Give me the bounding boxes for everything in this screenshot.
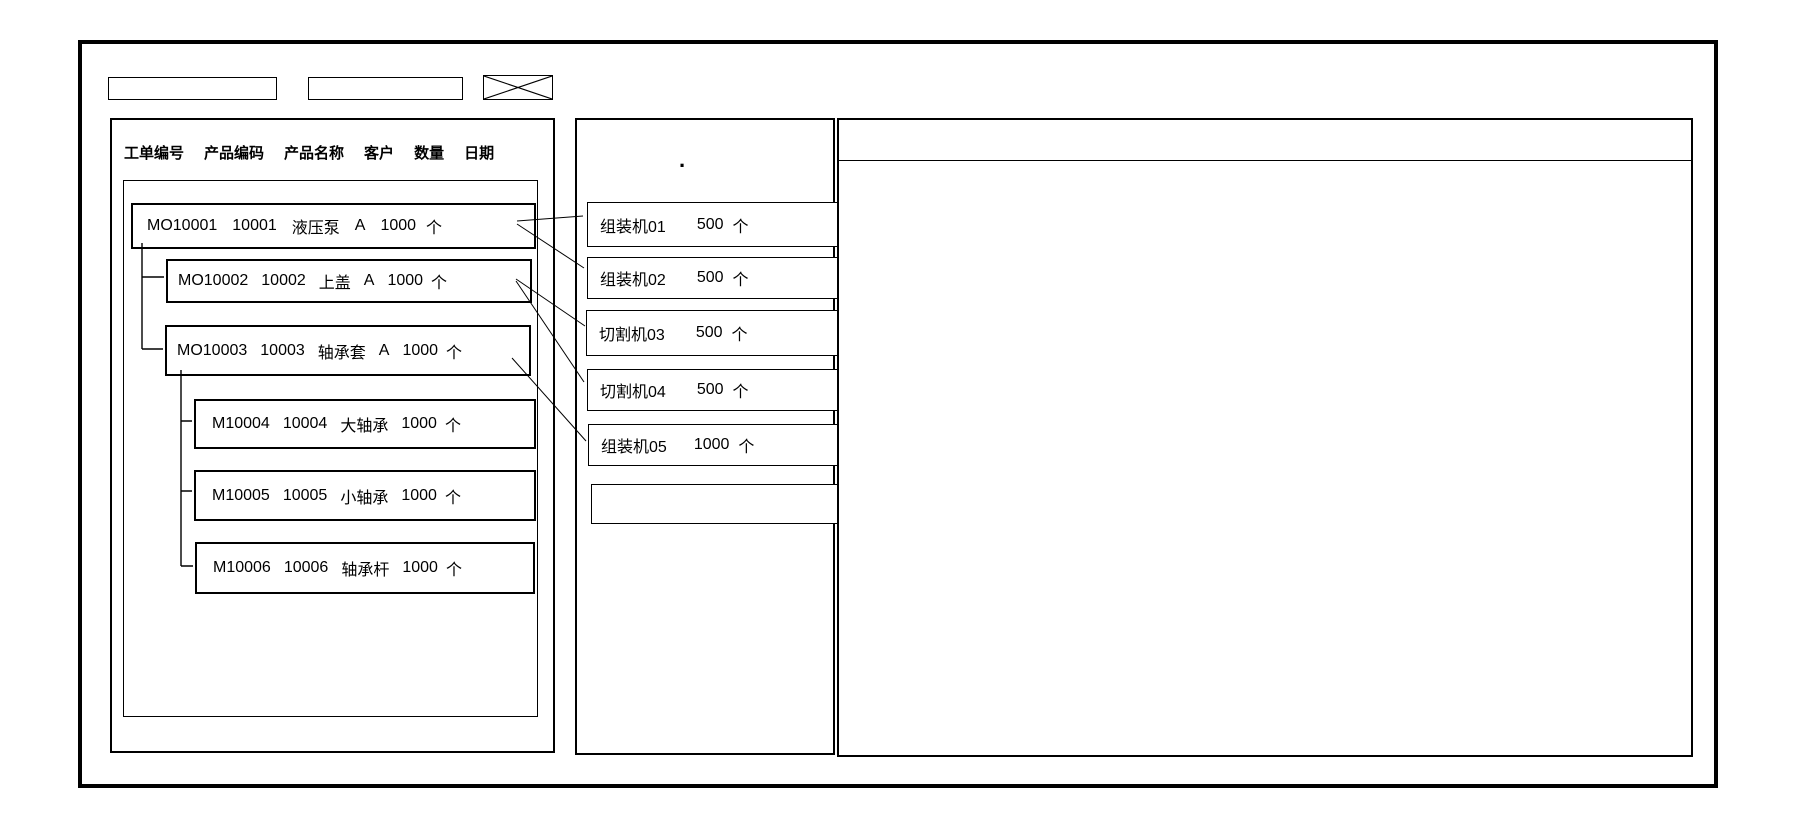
machine-box[interactable]: 组装机01 500 个 <box>587 202 841 247</box>
machine-box-empty[interactable] <box>591 484 839 524</box>
work-order-panel: 工单编号 产品编码 产品名称 客户 数量 日期 MO10001 10001 液压… <box>110 118 555 753</box>
qty: 1000 <box>387 272 424 289</box>
work-order-row[interactable]: MO10001 10001 液压泵 A 1000 个 <box>131 203 536 249</box>
product-code: 10005 <box>282 486 328 504</box>
work-order-tree-container <box>123 180 538 717</box>
close-icon[interactable] <box>483 75 553 100</box>
column-header-order-no: 工单编号 <box>124 145 185 162</box>
product-name: 轴承杆 <box>341 562 390 579</box>
column-header-date: 日期 <box>464 145 495 162</box>
customer: A <box>363 272 375 289</box>
machine-box[interactable]: 切割机03 500 个 <box>586 310 841 356</box>
machine-name: 切割机04 <box>600 384 666 401</box>
order-no: M10004 <box>212 415 270 432</box>
work-order-row[interactable]: MO10002 10002 上盖 A 1000 个 <box>166 259 532 303</box>
machine-qty: 500 <box>696 269 724 286</box>
qty: 1000 <box>380 217 417 234</box>
product-name: 小轴承 <box>340 489 389 507</box>
order-no: MO10002 <box>178 272 249 289</box>
qty: 1000 <box>402 341 439 359</box>
column-header-product-name: 产品名称 <box>284 145 345 162</box>
unit: 个 <box>732 218 749 236</box>
unit: 个 <box>731 327 748 344</box>
product-code: 10004 <box>282 415 328 432</box>
work-order-row[interactable]: MO10003 10003 轴承套 A 1000 个 <box>165 325 531 376</box>
unit: 个 <box>738 439 755 456</box>
product-name: 大轴承 <box>340 418 389 435</box>
unit: 个 <box>444 489 461 507</box>
machine-box[interactable]: 切割机04 500 个 <box>587 369 841 411</box>
work-order-row[interactable]: M10005 10005 小轴承 1000 个 <box>194 470 536 521</box>
column-header-qty: 数量 <box>414 145 445 162</box>
machine-name: 切割机03 <box>599 327 665 344</box>
machine-name: 组装机02 <box>600 272 666 289</box>
machine-panel: . 组装机01 500 个 组装机02 500 个 切割机03 500 个 切割… <box>575 118 841 755</box>
product-code: 10006 <box>283 559 329 576</box>
product-code: 10003 <box>260 341 305 359</box>
period-mark: . <box>679 147 686 172</box>
unit: 个 <box>732 384 749 401</box>
order-no: MO10001 <box>147 217 218 234</box>
product-name: 上盖 <box>318 275 351 292</box>
unit: 个 <box>431 275 448 292</box>
order-no: M10006 <box>213 559 271 576</box>
unit: 个 <box>732 272 749 289</box>
toolbar-field-2[interactable] <box>308 77 463 100</box>
toolbar-field-1[interactable] <box>108 77 277 100</box>
column-header-customer: 客户 <box>364 145 395 162</box>
machine-box[interactable]: 组装机05 1000 个 <box>588 424 841 466</box>
qty: 1000 <box>401 486 437 504</box>
product-code: 10002 <box>261 272 306 289</box>
machine-qty: 500 <box>696 215 724 233</box>
customer: A <box>378 341 390 359</box>
unit: 个 <box>445 562 462 579</box>
customer: A <box>354 217 366 234</box>
machine-name: 组装机01 <box>600 218 666 236</box>
product-name: 轴承套 <box>317 344 366 362</box>
product-code: 10001 <box>232 217 277 234</box>
unit: 个 <box>446 344 463 362</box>
order-no: MO10003 <box>177 341 248 359</box>
machine-qty: 1000 <box>693 436 730 453</box>
machine-qty: 500 <box>695 324 723 341</box>
column-header-row: 工单编号 产品编码 产品名称 客户 数量 日期 <box>124 142 494 163</box>
detail-panel <box>837 118 1693 757</box>
column-header-product-code: 产品编码 <box>204 145 265 162</box>
qty: 1000 <box>401 415 437 432</box>
unit: 个 <box>426 220 443 237</box>
work-order-row[interactable]: M10004 10004 大轴承 1000 个 <box>194 399 536 449</box>
product-name: 液压泵 <box>291 220 340 237</box>
work-order-row[interactable]: M10006 10006 轴承杆 1000 个 <box>195 542 535 594</box>
detail-header-divider <box>839 160 1691 161</box>
machine-box[interactable]: 组装机02 500 个 <box>587 257 841 299</box>
order-no: M10005 <box>212 486 270 504</box>
machine-name: 组装机05 <box>601 439 667 456</box>
machine-qty: 500 <box>696 381 724 398</box>
qty: 1000 <box>402 559 438 576</box>
unit: 个 <box>444 418 461 435</box>
